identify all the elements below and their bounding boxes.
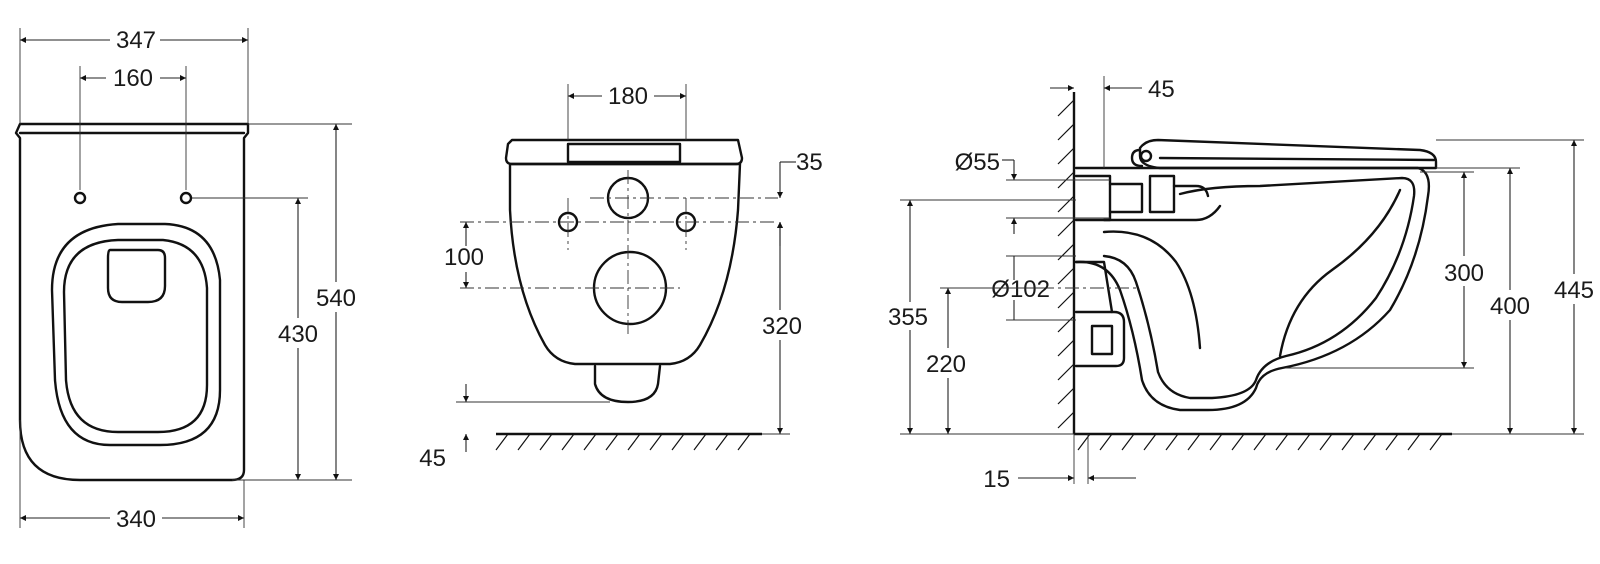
- front-bolt-left: [73, 191, 87, 205]
- side-outlet-spigot: [1074, 310, 1126, 368]
- back-view: 180 35 100 320 45: [419, 83, 822, 472]
- side-view: 45 Ø55 Ø102 355 220 300: [888, 76, 1594, 493]
- back-drain-bulge: [593, 364, 662, 404]
- dim-35: 35: [796, 149, 823, 176]
- dim-160: 160: [113, 65, 153, 92]
- back-lid-hinge: [566, 142, 682, 164]
- dim-220: 220: [926, 351, 966, 378]
- dim-445: 445: [1554, 277, 1594, 304]
- back-bowl-outline: [508, 162, 742, 366]
- dim-100: 100: [444, 244, 484, 271]
- side-bowl-outer: [1074, 166, 1431, 412]
- dim-300: 300: [1444, 260, 1484, 287]
- side-seat-lid: [1138, 138, 1438, 170]
- dim-15: 15: [983, 466, 1010, 493]
- dim-340: 340: [116, 506, 156, 533]
- dim-45-bottom: 45: [419, 445, 446, 472]
- dim-430: 430: [278, 321, 318, 348]
- dim-45-wall: 45: [1148, 76, 1175, 103]
- side-bowl-inner: [1102, 176, 1416, 400]
- dim-180: 180: [608, 83, 648, 110]
- side-inlet-connector: [1074, 174, 1112, 222]
- dim-400: 400: [1490, 293, 1530, 320]
- front-hinge-cover: [106, 248, 167, 304]
- dim-347: 347: [116, 27, 156, 54]
- front-view: 347 160 540 430 340: [14, 27, 356, 533]
- dim-d102: Ø102: [991, 276, 1050, 303]
- dim-355: 355: [888, 304, 928, 331]
- side-hinge: [1130, 148, 1144, 168]
- dim-320: 320: [762, 313, 802, 340]
- side-floor-hatch: [1077, 433, 1443, 451]
- back-floor-hatch: [495, 433, 751, 451]
- side-wall-hatch: [1057, 99, 1075, 429]
- dim-d55: Ø55: [955, 149, 1000, 176]
- front-bolt-right: [179, 191, 193, 205]
- front-body-outline: [14, 122, 250, 482]
- front-seat-outer: [50, 222, 222, 447]
- dim-540: 540: [316, 285, 356, 312]
- front-seat-inner: [62, 238, 209, 434]
